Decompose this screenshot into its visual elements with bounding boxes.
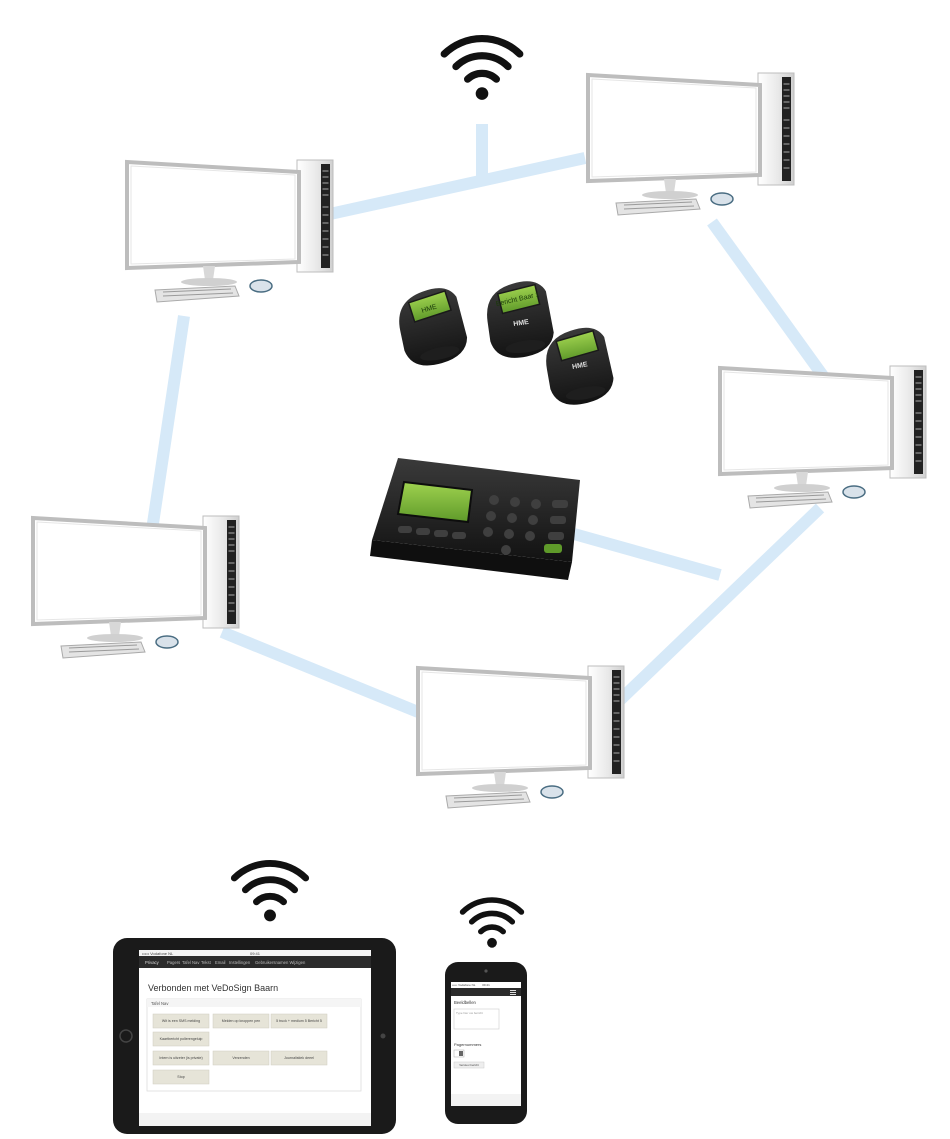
pager-icon: Bericht Baar 1 HME: [481, 277, 558, 363]
tablet-nav-item[interactable]: Instellingen: [229, 960, 251, 965]
link-right-top-to-right-mid: [707, 218, 831, 384]
pager-icon: HME: [540, 323, 618, 410]
link-left-bottom-to-bottom: [219, 626, 421, 718]
phone-send-label: Verstuur bericht: [459, 1063, 479, 1067]
phone-screen: [451, 982, 521, 1106]
tablet-button-label: Verzenden: [232, 1056, 249, 1060]
tablet-button[interactable]: [270, 1013, 328, 1029]
tablet-nav-item[interactable]: Tekst: [201, 960, 212, 965]
tablet-button[interactable]: [152, 1013, 210, 1029]
desktop-computer-icon: [718, 364, 928, 510]
svg-text:HME: HME: [572, 361, 589, 371]
svg-text:HME: HME: [421, 303, 438, 314]
pager-icon: HME: [392, 283, 473, 372]
tablet-button-label: Wit is een SMS melding: [162, 1019, 200, 1023]
tablet-navbar: [139, 956, 371, 968]
svg-text:HME: HME: [513, 319, 530, 328]
desktop-computer-icon: [416, 664, 626, 810]
phone-status-carrier: ••••• Vodafone NL: [452, 983, 476, 987]
tablet-button[interactable]: [212, 1013, 270, 1029]
tablet-button-label: Melden op knoppen pen: [222, 1019, 261, 1023]
tablet-nav-item[interactable]: Pagers: [167, 960, 180, 965]
tablet-button[interactable]: [152, 1069, 210, 1085]
keypad-terminal-icon: [370, 458, 580, 580]
phone-section-title: Beeldbellen: [454, 1000, 477, 1005]
phone-navbar: [451, 988, 521, 996]
link-right-mid-to-bottom: [613, 503, 825, 707]
tablet-nav-item[interactable]: Privacy: [145, 960, 160, 965]
tablet-button-label: Intern is uitzeter (is private): [159, 1056, 202, 1060]
tablet-button-label: Journalistiek deeel: [284, 1056, 314, 1060]
phone-message-textarea[interactable]: [453, 1008, 500, 1030]
link-terminal-to-ring: [572, 528, 722, 581]
phone-send-button[interactable]: [453, 1061, 485, 1069]
link-left-top-to-right-top: [328, 152, 587, 220]
phone-pagers-title: Pagernummers: [454, 1042, 481, 1047]
tablet-button[interactable]: [152, 1050, 210, 1066]
tablet-nav-item[interactable]: Tafel Nav: [182, 960, 200, 965]
tablet-button[interactable]: [212, 1050, 270, 1066]
tablet-button[interactable]: [152, 1031, 210, 1047]
tablet-page-title: Verbonden met VeDoSign Baarn: [148, 983, 278, 993]
tablet-status-carrier: ••••• Vodafone NL: [142, 951, 174, 956]
wifi-icon: [463, 900, 522, 948]
tablet-button-label: Kaartbericht pollerengeluip: [160, 1037, 203, 1041]
smartphone-icon: ••••• Vodafone NL 09:41 Beeldbellen Type…: [445, 962, 527, 1124]
desktop-computer-icon: [125, 158, 335, 304]
wifi-icon: [444, 39, 520, 100]
network-links: [146, 124, 831, 718]
tablet-status-time: 09:41: [250, 951, 261, 956]
desktop-computer-icon: [586, 71, 796, 217]
wifi-icon: [234, 863, 305, 921]
desktop-computer-icon: [31, 514, 241, 660]
tablet-nav-item[interactable]: Gebruikersnamen Wijzigen: [255, 960, 306, 965]
tablet-icon: ••••• Vodafone NL 09:41 Privacy Pagers T…: [113, 938, 396, 1134]
tablet-button[interactable]: [270, 1050, 328, 1066]
tablet-button-label: 5 truck + medium 5 Bericht 5: [276, 1019, 322, 1023]
phone-textarea-placeholder: Type hier uw bericht: [456, 1011, 483, 1015]
link-left-top-to-left-bottom: [146, 315, 190, 531]
tablet-nav-item[interactable]: Email: [215, 960, 226, 965]
tablet-button-label: Stop: [177, 1075, 184, 1079]
tablet-panel-heading: Tafel Nav: [151, 1001, 169, 1006]
hamburger-menu-icon[interactable]: [510, 990, 516, 995]
phone-status-time: 09:41: [482, 983, 490, 987]
